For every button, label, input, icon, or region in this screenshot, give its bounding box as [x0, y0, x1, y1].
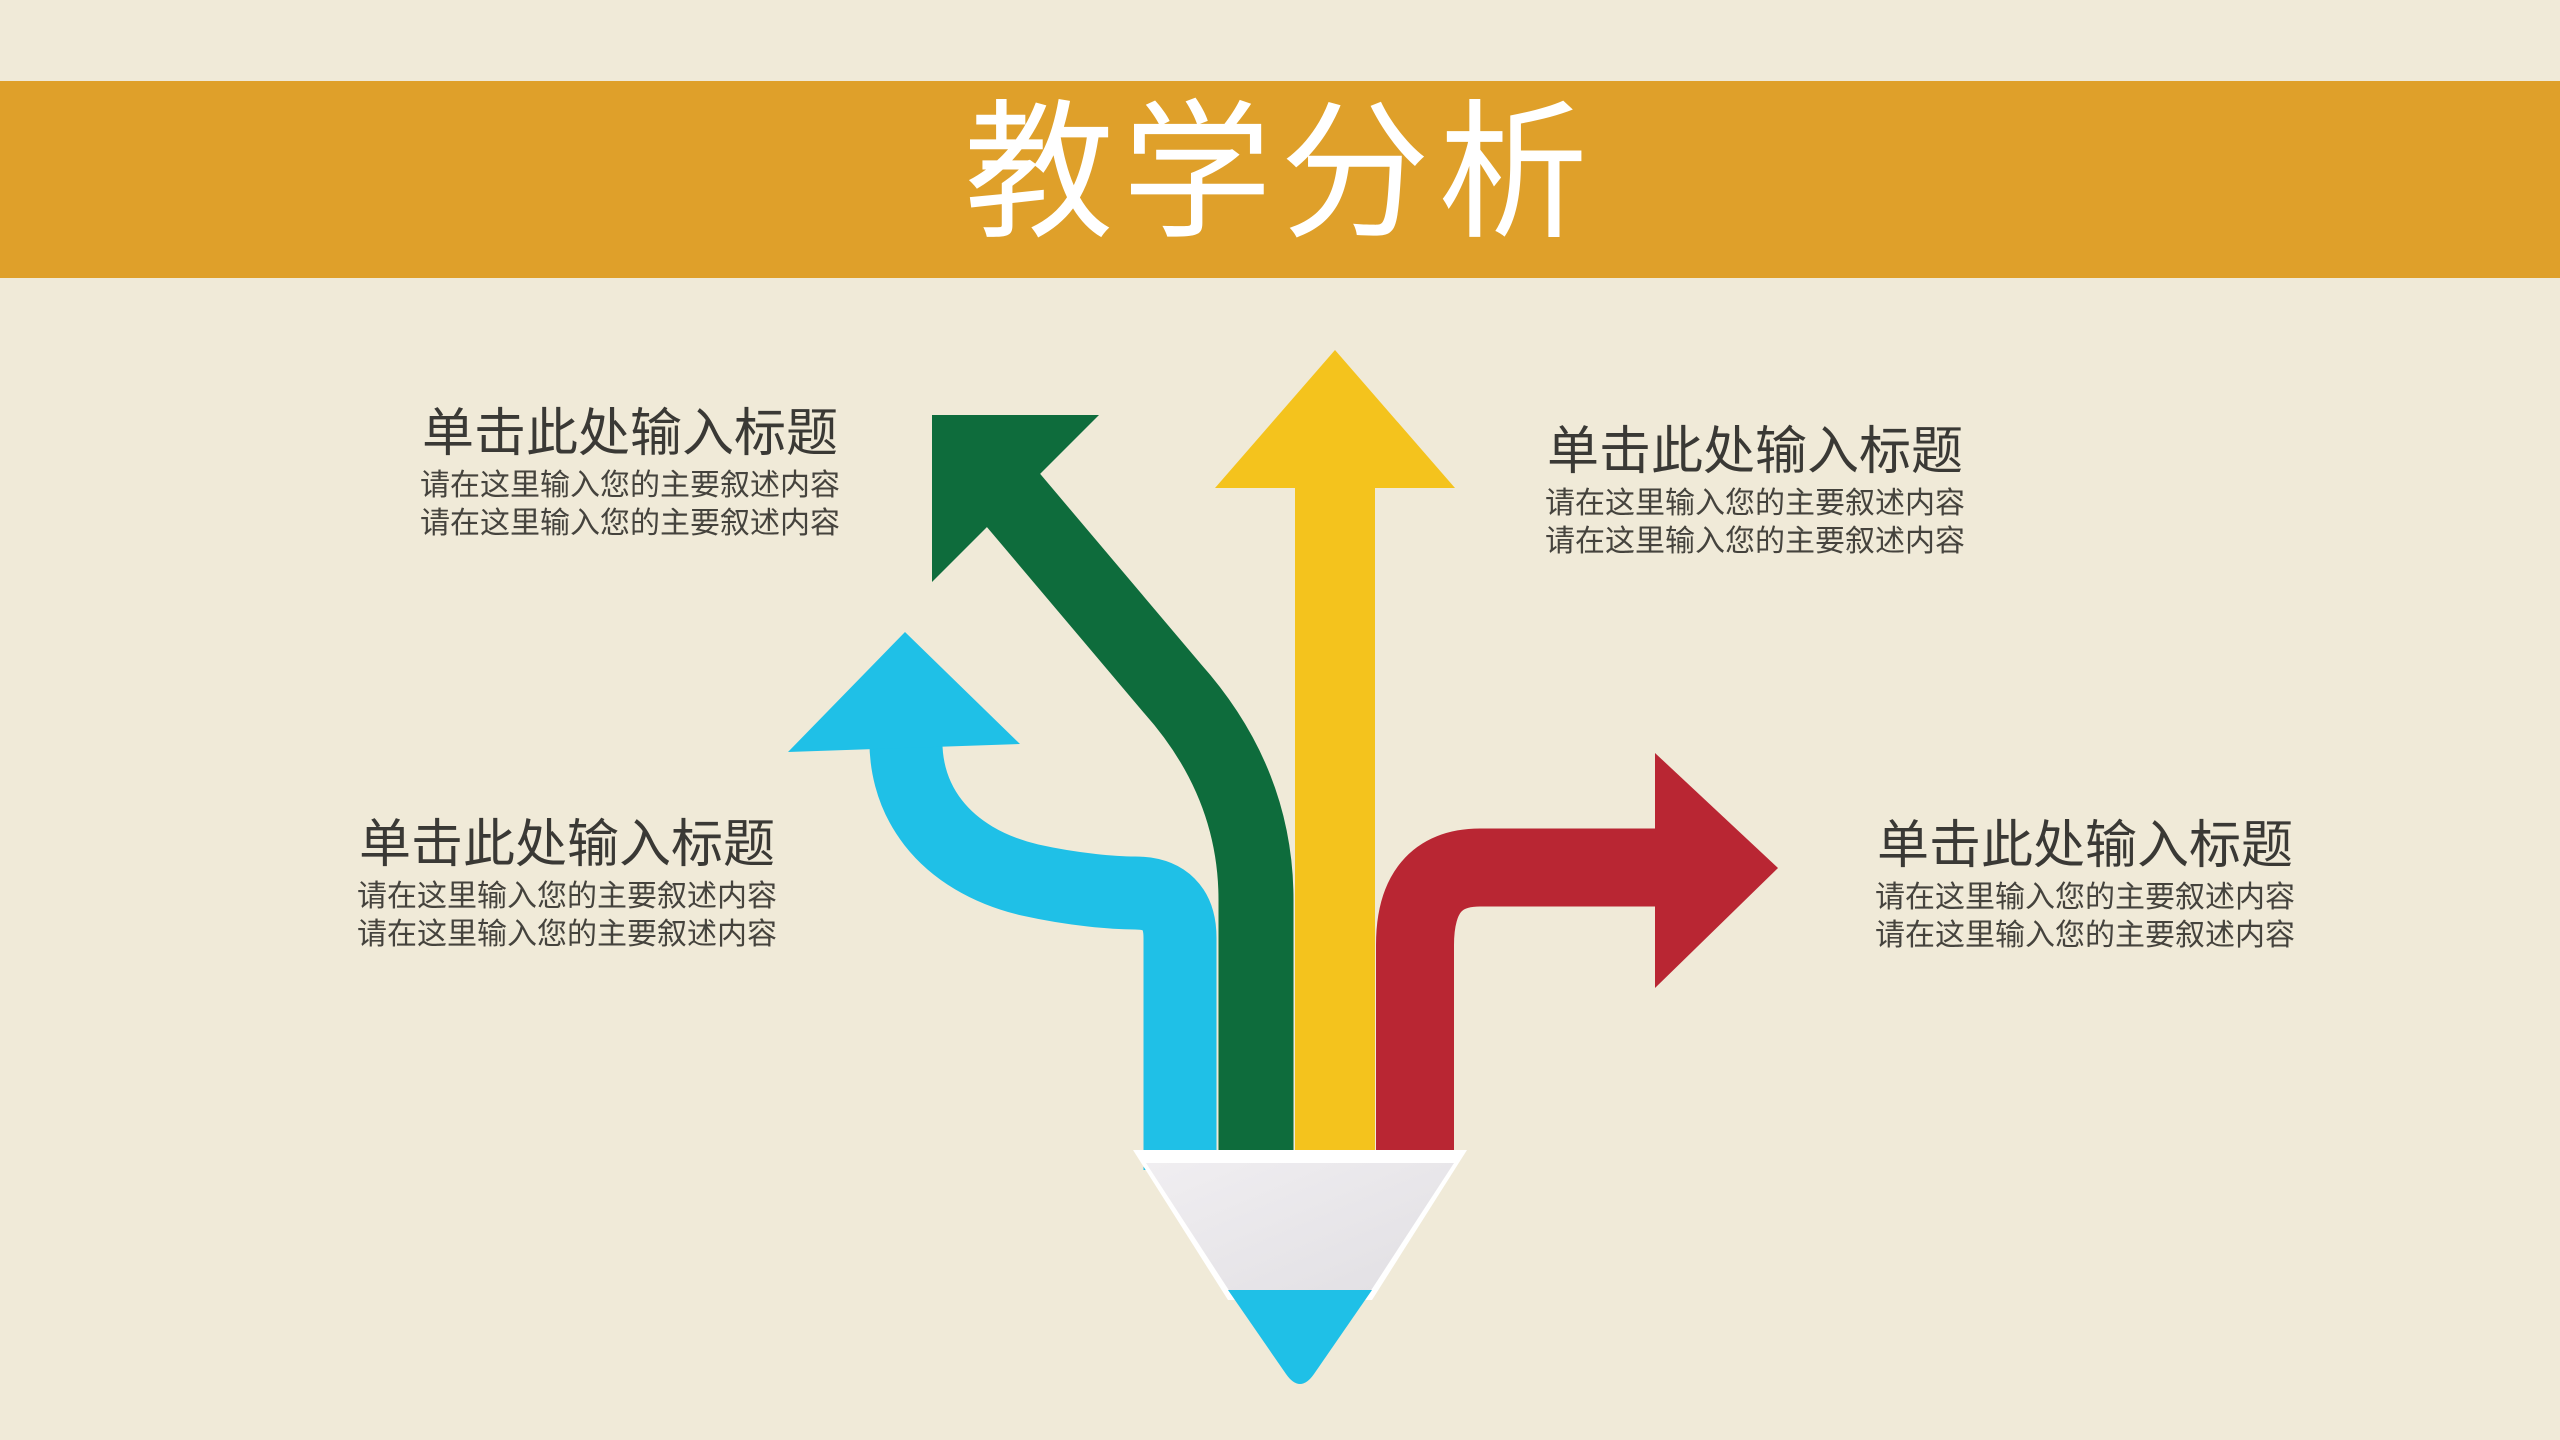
block-title: 单击此处输入标题	[1876, 817, 2293, 875]
cyan-arrow-shaft	[869, 717, 1217, 1170]
block-title: 单击此处输入标题	[358, 816, 775, 874]
red-arrow-head-icon	[1655, 753, 1778, 988]
red-arrow-shaft	[1376, 828, 1660, 1170]
red-right-arrow	[1376, 753, 1778, 1170]
text-block-top-right: 单击此处输入标题 请在这里输入您的主要叙述内容 请在这里输入您的主要叙述内容	[1545, 422, 1965, 561]
block-title: 单击此处输入标题	[1546, 423, 1963, 481]
text-block-top-left: 单击此处输入标题 请在这里输入您的主要叙述内容 请在这里输入您的主要叙述内容	[420, 404, 840, 543]
pencil-tip-icon	[1228, 1290, 1372, 1384]
block-body-line: 请在这里输入您的主要叙述内容	[1545, 487, 1965, 520]
block-body-line: 请在这里输入您的主要叙述内容	[420, 469, 840, 502]
block-body-line: 请在这里输入您的主要叙述内容	[1875, 919, 2295, 952]
pencil-body	[1133, 1150, 1467, 1384]
yellow-straight-up-arrow	[1215, 350, 1455, 1170]
block-body-line: 请在这里输入您的主要叙述内容	[1875, 881, 2295, 914]
yellow-arrow-head-icon	[1215, 350, 1455, 488]
pencil-wood-cone	[1146, 1163, 1454, 1292]
slide-title: 教学分析	[963, 89, 1596, 257]
block-body-line: 请在这里输入您的主要叙述内容	[420, 507, 840, 540]
text-block-middle-left: 单击此处输入标题 请在这里输入您的主要叙述内容 请在这里输入您的主要叙述内容	[357, 815, 777, 954]
block-body-line: 请在这里输入您的主要叙述内容	[1545, 525, 1965, 558]
block-body-line: 请在这里输入您的主要叙述内容	[357, 918, 777, 951]
text-block-right: 单击此处输入标题 请在这里输入您的主要叙述内容 请在这里输入您的主要叙述内容	[1875, 816, 2295, 955]
block-body-line: 请在这里输入您的主要叙述内容	[357, 880, 777, 913]
green-arrow-shaft	[963, 450, 1294, 1170]
green-diagonal-up-left-arrow	[932, 415, 1294, 1170]
cyan-curved-up-left-arrow	[788, 632, 1217, 1170]
block-title: 单击此处输入标题	[421, 405, 838, 463]
cyan-arrow-head-icon	[788, 632, 1020, 752]
green-arrow-head-icon	[932, 415, 1099, 582]
slide-title-band: 教学分析	[0, 81, 2560, 278]
